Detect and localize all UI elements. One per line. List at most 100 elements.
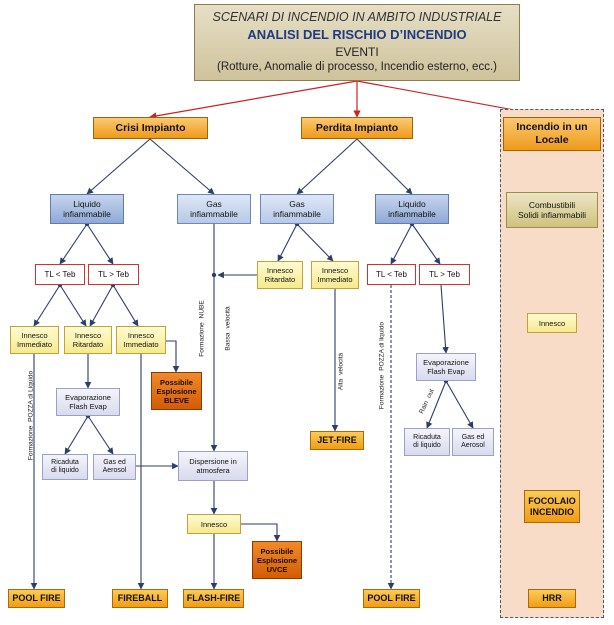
- node-label: Ricaduta: [413, 433, 441, 441]
- node-innesco-immediato-1: Innesco Immediato: [10, 326, 59, 354]
- label-formazione-nube: Formazione NUBE: [199, 294, 206, 364]
- edge-tllt1-imm1: [33, 284, 61, 327]
- edge-evap2-ric2: [426, 380, 447, 429]
- node-innesco-immediato-2: Innesco Immediato: [311, 261, 359, 289]
- edge-label-word: NUBE: [198, 300, 206, 319]
- node-label: JET-FIRE: [317, 435, 357, 446]
- node-label: infiammabile: [190, 209, 238, 219]
- node-label: Flash Evap: [427, 367, 465, 376]
- node-label: Flash Evap: [69, 402, 107, 411]
- header-line1: SCENARI DI INCENDIO IN AMBITO INDUSTRIAL…: [212, 10, 502, 25]
- node-gas-aerosol-2: Gas ed Aerosol: [452, 428, 494, 456]
- node-hrr: HRR: [528, 589, 576, 608]
- node-label: infiammabile: [388, 209, 436, 219]
- edge-evap1-gas1: [87, 415, 114, 455]
- node-tl-gt-teb-1: TL > Teb: [88, 264, 139, 285]
- node-innesco-ritardato-1: Innesco Ritardato: [64, 326, 112, 354]
- node-label: UVCE: [266, 564, 288, 574]
- edge-perdita-gas2: [296, 138, 358, 195]
- node-label: Innesco: [538, 318, 566, 328]
- edge-liq1-tlgt1: [86, 223, 114, 265]
- node-label: Possibile: [160, 377, 193, 387]
- header-line3: EVENTI: [335, 44, 379, 59]
- edge-imm3-bleve: [165, 340, 180, 373]
- header-box: SCENARI DI INCENDIO IN AMBITO INDUSTRIAL…: [194, 4, 520, 81]
- node-label: TL > Teb: [98, 269, 129, 279]
- node-innesco-immediato-3: Innesco Immediato: [116, 326, 166, 354]
- node-label: POOL FIRE: [367, 593, 416, 604]
- node-tl-lt-teb-2: TL < Teb: [367, 264, 416, 285]
- node-label: Ritardato: [264, 275, 296, 284]
- node-tl-gt-teb-2: TL > Teb: [419, 264, 470, 285]
- node-label: FOCOLAIO: [528, 495, 576, 506]
- node-evaporazione-2: Evaporazione Flash Evap: [416, 353, 476, 381]
- node-dispersione-atmosfera: Dispersione in atmosfera: [178, 451, 248, 481]
- node-label: TL < Teb: [376, 269, 407, 279]
- edge-label-word: velocità: [337, 352, 345, 375]
- label-formazione-pozza-2: Formazione POZZA di liquido: [379, 321, 386, 411]
- node-label: Aerosol: [461, 442, 485, 449]
- node-label: Aerosol: [102, 467, 127, 474]
- node-label: Liquido: [398, 198, 426, 209]
- edge-label-word: POZZA di Liquido: [27, 370, 35, 422]
- node-focolaio-incendio: FOCOLAIO INCENDIO: [524, 490, 580, 523]
- node-label: Evaporazione: [423, 358, 469, 367]
- edge-label-word: velocità: [224, 306, 232, 329]
- node-label: Innesco: [321, 266, 349, 275]
- node-label: atmosfera: [196, 466, 230, 475]
- edge-label-word: Bassa: [224, 332, 232, 351]
- edge-perdita-liq2: [356, 138, 413, 195]
- node-label: FIREBALL: [117, 593, 163, 604]
- edge-evap1-ric1: [64, 415, 89, 455]
- node-label: Crisi Impianto: [115, 121, 186, 134]
- edge-label-word: POZZA di liquido: [378, 321, 386, 371]
- node-label: Evaporazione: [65, 393, 111, 402]
- node-label: FLASH-FIRE: [186, 593, 241, 604]
- node-evaporazione-1: Evaporazione Flash Evap: [56, 388, 120, 416]
- edge-label-word: Formazione: [27, 425, 35, 461]
- edge-label-word: Formazione: [198, 322, 206, 357]
- node-possibile-uvce: Possibile Esplosione UVCE: [252, 541, 302, 579]
- node-innesco-ritardato-2: Innesco Ritardato: [257, 261, 303, 289]
- node-label: Immediato: [16, 340, 52, 349]
- node-pool-fire-2: POOL FIRE: [363, 589, 420, 608]
- edge-tlgt1-rit1: [89, 284, 114, 327]
- label-formazione-pozza-1: Formazione POZZA di Liquido: [28, 371, 35, 461]
- node-label: INCENDIO: [529, 506, 574, 517]
- edge-label-word: Alta: [337, 378, 345, 391]
- node-label: Liquido: [73, 198, 101, 209]
- node-label: Gas: [206, 198, 222, 209]
- node-perdita-impianto: Perdita Impianto: [301, 117, 413, 139]
- node-innesco-dispersione: Innesco: [187, 514, 241, 534]
- node-label: Incendio in un: [516, 121, 588, 134]
- node-label: Immediato: [123, 340, 159, 349]
- node-incendio-locale: Incendio in un Locale: [503, 117, 601, 151]
- edge-innesco-uvce: [241, 523, 281, 542]
- node-label: Innesco: [74, 331, 102, 340]
- edge-liq2-tllt2: [390, 223, 413, 265]
- local-fire-panel: [500, 109, 604, 618]
- node-label: infiammabile: [273, 209, 321, 219]
- edge-gas2-rit2: [277, 223, 298, 262]
- node-label: Dispersione in: [189, 457, 237, 466]
- edge-label-word: Formazione: [378, 374, 386, 410]
- node-label: di liquido: [413, 442, 441, 449]
- node-label: Gas: [289, 198, 305, 209]
- node-label: Innesco: [200, 519, 228, 529]
- edge-crisi-liq1: [86, 138, 151, 195]
- node-label: Innesco: [21, 331, 48, 340]
- label-bassa-velocita: Bassa velocità: [225, 304, 232, 354]
- node-label: BLEVE: [163, 395, 189, 405]
- node-label: TL > Teb: [429, 269, 460, 279]
- node-flash-fire: FLASH-FIRE: [183, 589, 244, 608]
- node-label: Locale: [535, 134, 569, 146]
- node-label: Ritardato: [72, 340, 104, 349]
- node-combustibili-solidi: Combustibili Solidi infiammabili: [506, 192, 598, 228]
- node-gas-infiammabile-1: Gas infiammabile: [177, 194, 251, 224]
- edge-crisi-gas1: [149, 138, 215, 195]
- node-label: Innesco: [266, 266, 294, 275]
- node-pool-fire-1: POOL FIRE: [8, 589, 65, 608]
- node-label: Solidi infiammabili: [517, 210, 587, 220]
- edge-tlgt2-evap2: [440, 284, 449, 354]
